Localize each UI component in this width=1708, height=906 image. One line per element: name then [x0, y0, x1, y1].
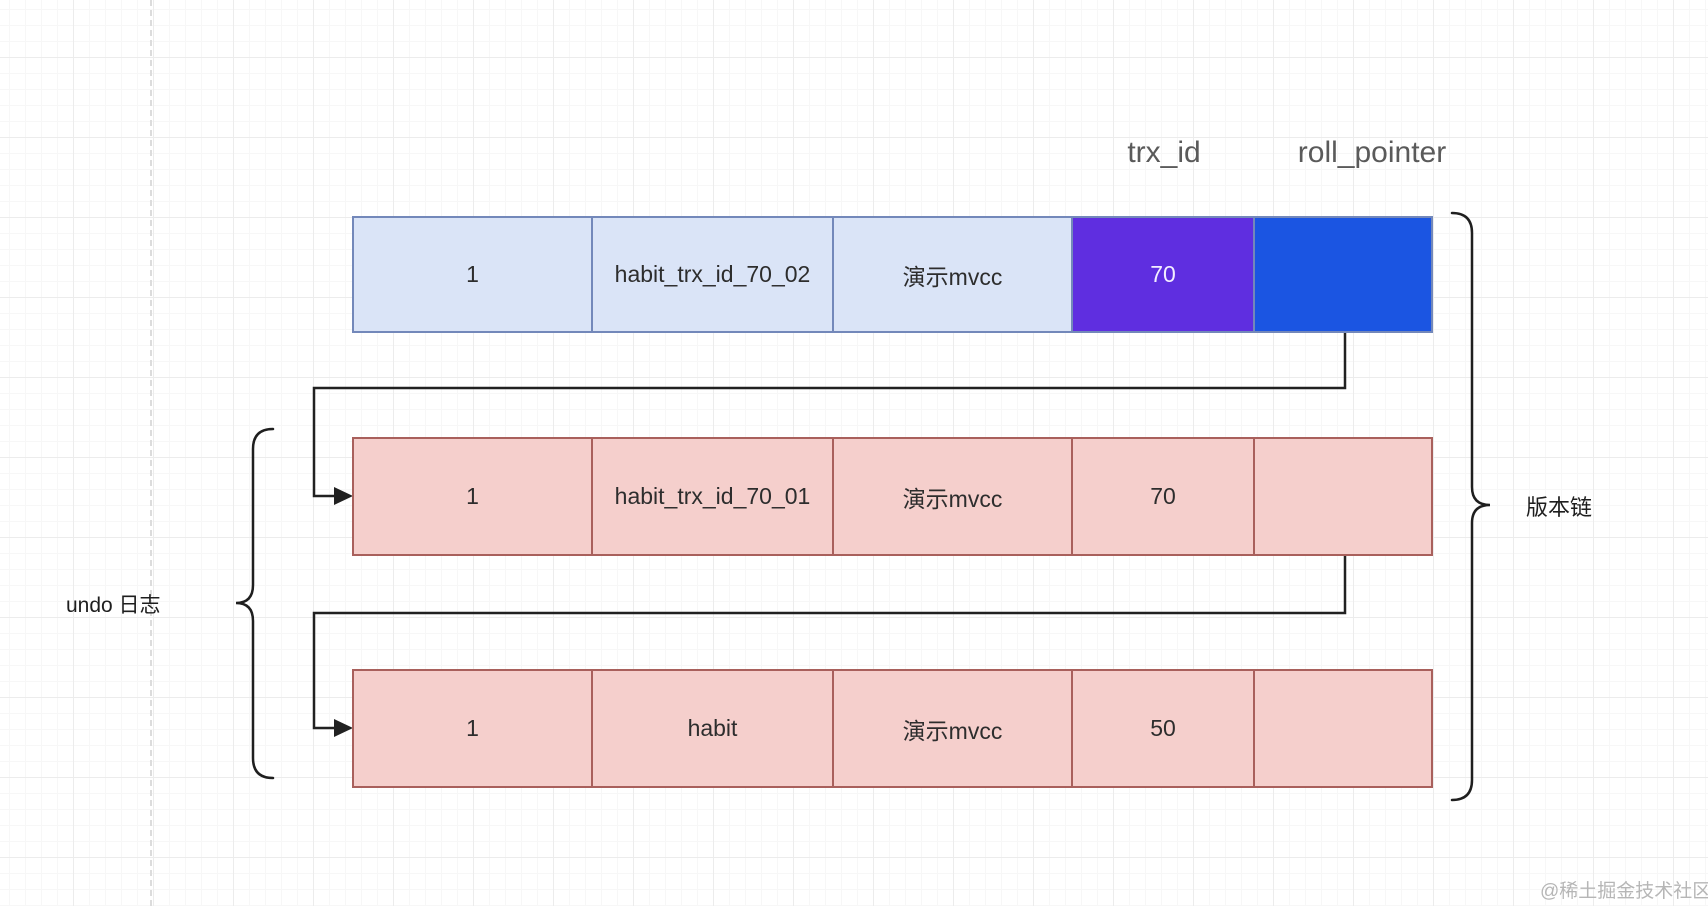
cell-roll-pointer — [1253, 669, 1433, 788]
roll-pointer-column-label: roll_pointer — [1297, 136, 1447, 169]
cell-desc-value: 演示mvcc — [832, 437, 1073, 556]
cell-primary-key: 1 — [352, 437, 593, 556]
record-row-current: 1 habit_trx_id_70_02 演示mvcc 70 — [352, 216, 1433, 333]
trx-id-column-label: trx_id — [1127, 136, 1201, 169]
undo-log-brace — [235, 427, 275, 780]
cell-roll-pointer — [1253, 437, 1433, 556]
page-divider-dashed-line — [150, 0, 152, 906]
arrowhead-icon-1 — [334, 487, 353, 505]
cell-trx-id: 70 — [1071, 437, 1255, 556]
cell-trx-id: 70 — [1071, 216, 1255, 333]
version-chain-brace — [1450, 211, 1491, 802]
cell-trx-id: 50 — [1071, 669, 1255, 788]
version-chain-label: 版本链 — [1526, 495, 1593, 520]
cell-roll-pointer — [1253, 216, 1433, 333]
cell-name-value: habit_trx_id_70_01 — [591, 437, 834, 556]
undo-row-version-2: 1 habit 演示mvcc 50 — [352, 669, 1433, 788]
undo-log-label: undo 日志 — [66, 594, 161, 617]
watermark: @稀土掘金技术社区 — [1540, 881, 1708, 902]
cell-primary-key: 1 — [352, 669, 593, 788]
cell-name-value: habit_trx_id_70_02 — [591, 216, 834, 333]
cell-desc-value: 演示mvcc — [832, 216, 1073, 333]
cell-desc-value: 演示mvcc — [832, 669, 1073, 788]
cell-name-value: habit — [591, 669, 834, 788]
arrowhead-icon-2 — [334, 719, 353, 737]
cell-primary-key: 1 — [352, 216, 593, 333]
undo-row-version-1: 1 habit_trx_id_70_01 演示mvcc 70 — [352, 437, 1433, 556]
